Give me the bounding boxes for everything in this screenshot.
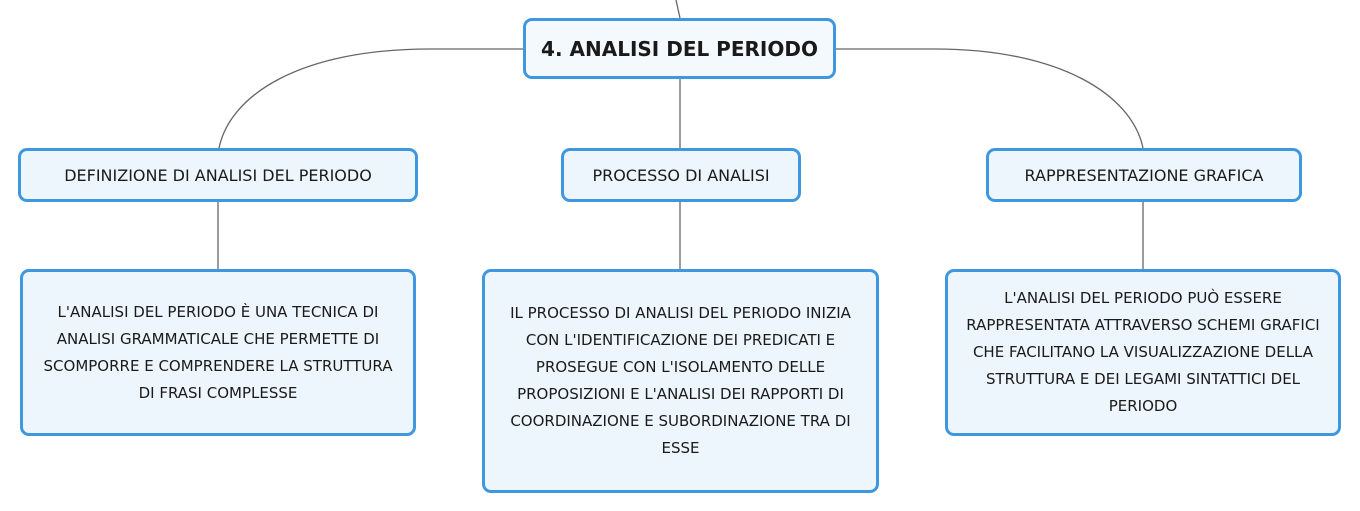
detail-node-definizione[interactable]: L'ANALISI DEL PERIODO È UNA TECNICA DI A… [20, 269, 416, 436]
topic-label-definizione: DEFINIZIONE DI ANALISI DEL PERIODO [64, 165, 372, 185]
connector-root-to-rappresentazione [836, 48, 1144, 149]
connector-parent-to-root [675, 0, 681, 19]
topic-label-rappresentazione: RAPPRESENTAZIONE GRAFICA [1024, 165, 1264, 185]
root-topic-label: 4. ANALISI DEL PERIODO [541, 36, 818, 61]
topic-node-definizione[interactable]: DEFINIZIONE DI ANALISI DEL PERIODO [18, 148, 418, 202]
detail-node-processo[interactable]: IL PROCESSO DI ANALISI DEL PERIODO INIZI… [482, 269, 879, 493]
detail-text-rappresentazione: L'ANALISI DEL PERIODO PUÒ ESSERE RAPPRES… [966, 289, 1320, 415]
connector-root-to-definizione [218, 48, 523, 149]
root-topic-node[interactable]: 4. ANALISI DEL PERIODO [523, 18, 836, 79]
detail-node-rappresentazione[interactable]: L'ANALISI DEL PERIODO PUÒ ESSERE RAPPRES… [945, 269, 1341, 436]
topic-node-processo[interactable]: PROCESSO DI ANALISI [561, 148, 801, 202]
topic-label-processo: PROCESSO DI ANALISI [592, 165, 770, 185]
topic-node-rappresentazione[interactable]: RAPPRESENTAZIONE GRAFICA [986, 148, 1302, 202]
detail-text-processo: IL PROCESSO DI ANALISI DEL PERIODO INIZI… [510, 304, 851, 457]
detail-text-definizione: L'ANALISI DEL PERIODO È UNA TECNICA DI A… [43, 302, 393, 402]
